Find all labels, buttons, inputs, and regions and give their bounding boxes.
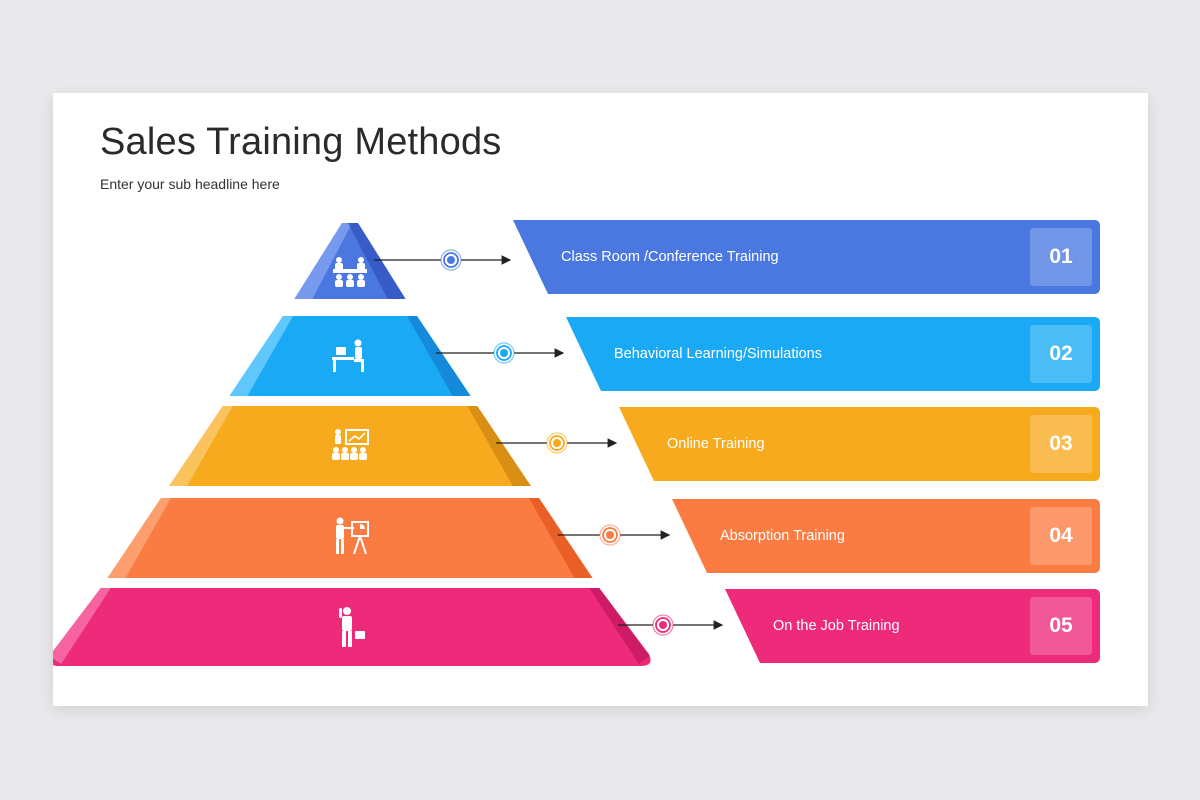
presenter-chart-icon <box>336 517 369 555</box>
slide: Sales Training Methods Enter your sub he… <box>53 93 1148 706</box>
connector-5 <box>618 614 724 636</box>
pyramid-tier-2 <box>229 316 471 396</box>
page-subtitle: Enter your sub headline here <box>100 176 280 192</box>
desk-worker-icon <box>332 339 364 372</box>
connector-1 <box>373 249 512 271</box>
method-number-3: 03 <box>1030 415 1092 473</box>
method-band-2 <box>566 317 1100 391</box>
method-band-5 <box>725 589 1100 663</box>
method-band-1 <box>513 220 1100 294</box>
method-number-2: 02 <box>1030 325 1092 383</box>
connector-3 <box>496 432 618 454</box>
method-band-3 <box>619 407 1100 481</box>
presentation-audience-icon <box>332 429 369 460</box>
pyramid-tier-1 <box>294 223 406 299</box>
method-label-3: Online Training <box>667 436 765 452</box>
connector-4 <box>557 524 671 546</box>
method-label-2: Behavioral Learning/Simulations <box>614 346 822 362</box>
connector-2 <box>435 342 565 364</box>
method-number-1: 01 <box>1030 228 1092 286</box>
pyramid-tier-4 <box>107 498 593 578</box>
method-label-4: Absorption Training <box>720 528 845 544</box>
page-title: Sales Training Methods <box>100 121 502 163</box>
method-number-5: 05 <box>1030 597 1092 655</box>
method-label-1: Class Room /Conference Training <box>561 249 779 265</box>
pyramid-tier-3 <box>169 406 531 486</box>
businessman-icon <box>339 607 365 647</box>
pyramid-tier-5 <box>53 588 651 666</box>
pyramid-diagram <box>53 220 1100 666</box>
method-label-5: On the Job Training <box>773 618 900 634</box>
method-number-4: 04 <box>1030 507 1092 565</box>
method-band-4 <box>672 499 1100 573</box>
meeting-icon <box>333 257 367 287</box>
